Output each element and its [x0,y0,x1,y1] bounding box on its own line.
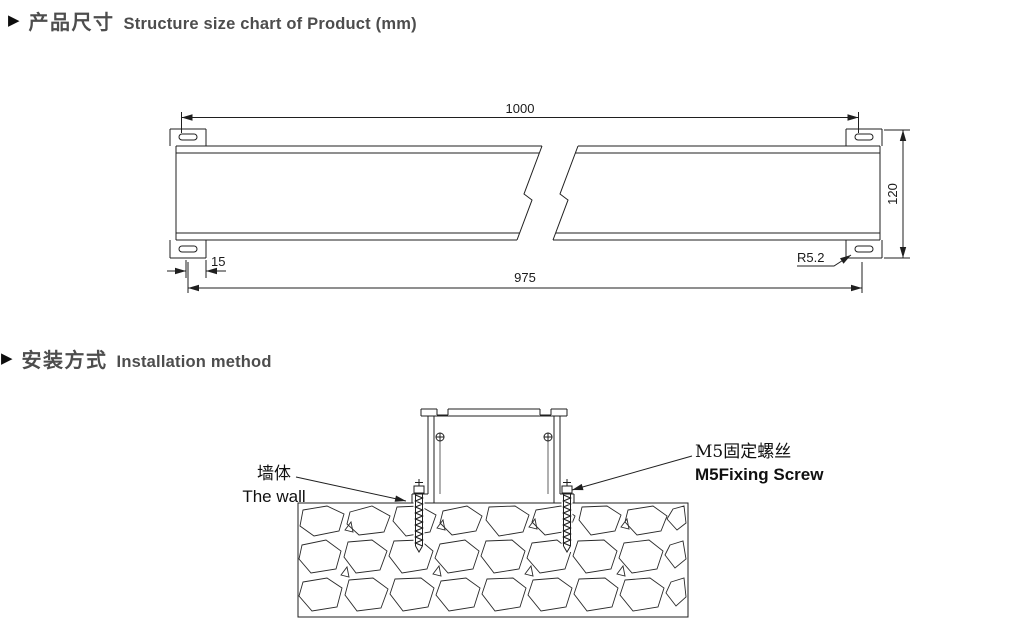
slot-hole [178,245,198,253]
wall-section [297,502,689,618]
dim-hole-span-label: 975 [514,270,536,285]
break-line-left [516,145,543,241]
slot-hole [854,245,874,253]
installation-title-en: Installation method [116,353,272,371]
wall-label-en: The wall [242,487,306,506]
profile-body [175,145,881,241]
dimension-hole-span: 975 [187,262,863,293]
slot-hole [178,133,198,141]
structure-section-header: ▶ 产品尺寸 Structure size chart of Product (… [8,6,417,35]
mounting-tabs [169,128,883,259]
fixing-screw-label-en: M5Fixing Screw [695,465,824,484]
dim-height-label: 120 [885,183,900,205]
installation-title-zh: 安装方式 [21,350,108,372]
dimension-top-width: 1000 [181,101,859,133]
dimension-height: 120 [884,129,910,259]
wall-label: 墙体 The wall [228,463,320,508]
structure-title-zh: 产品尺寸 [28,12,115,34]
dim-end-offset-label: 15 [211,254,225,269]
section-bullet-icon: ▶ [1,350,13,367]
right-anchor-screw [561,479,573,553]
dim-slot-radius-label: R5.2 [797,250,824,265]
slot-hole [854,133,874,141]
dimension-end-offset: 15 [167,254,226,278]
screw-leader-line [571,455,693,491]
fixing-screw-label-zh: M5固定螺丝 [695,442,792,462]
wall-label-zh: 墙体 [257,464,291,484]
section-bullet-icon: ▶ [8,12,20,29]
fixing-screw-label: M5固定螺丝 M5Fixing Screw [695,441,823,486]
break-line-right [552,145,579,241]
installation-drawing [295,408,693,618]
structure-title-en: Structure size chart of Product (mm) [123,15,417,33]
wall-rubble-hatch [298,505,687,612]
installation-section-header: ▶ 安装方式 Installation method [1,344,272,373]
mounting-bracket [411,408,575,503]
dim-top-width-label: 1000 [506,101,535,116]
radius-callout: R5.2 [797,250,852,267]
structure-drawing: 1000 120 15 [167,101,910,293]
wall-leader-line [295,476,407,502]
left-anchor-screw [413,479,425,553]
